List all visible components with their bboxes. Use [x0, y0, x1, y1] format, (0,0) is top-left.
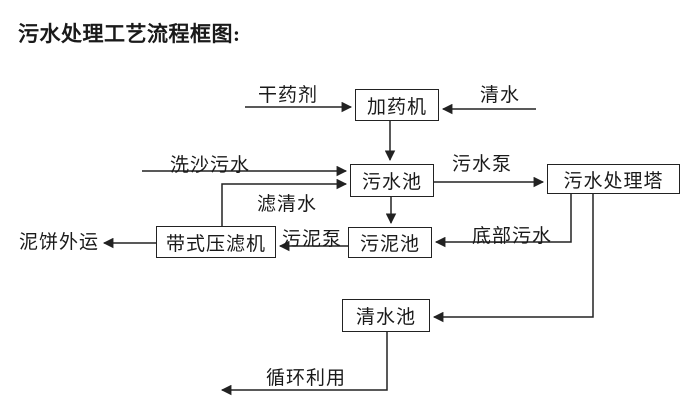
label-sludge-pump: 污泥泵: [281, 229, 342, 250]
label-recycle: 循环利用: [265, 368, 346, 389]
label-dry-agent: 干药剂: [257, 85, 318, 106]
label-sand-washing-sewage: 洗沙污水: [169, 155, 250, 176]
label-sewage-pump: 污水泵: [451, 154, 512, 175]
node-sludge-pool: 污泥池: [348, 227, 432, 258]
node-dosing-machine: 加药机: [355, 89, 439, 121]
arrow-filtered-water-to-sewage-pool: [221, 178, 348, 226]
arrow-bottom-sewage-to-sludge-pool: [434, 194, 572, 248]
node-belt-filter-press: 带式压滤机: [156, 226, 276, 258]
page-title: 污水处理工艺流程框图:: [18, 22, 241, 46]
label-mud-cake-out: 泥饼外运: [18, 232, 99, 253]
label-bottom-sewage: 底部污水: [471, 226, 552, 247]
label-filtered-water: 滤清水: [256, 194, 317, 215]
node-sewage-pool: 污水池: [350, 164, 434, 197]
node-clear-water-pool: 清水池: [342, 299, 430, 332]
label-clear-water: 清水: [479, 85, 520, 106]
arrow-clear-water-pool-to-recycle: [220, 332, 388, 396]
node-sewage-treatment-tower: 污水处理塔: [547, 164, 680, 194]
arrow-tower-to-clear-water-pool: [432, 194, 594, 323]
